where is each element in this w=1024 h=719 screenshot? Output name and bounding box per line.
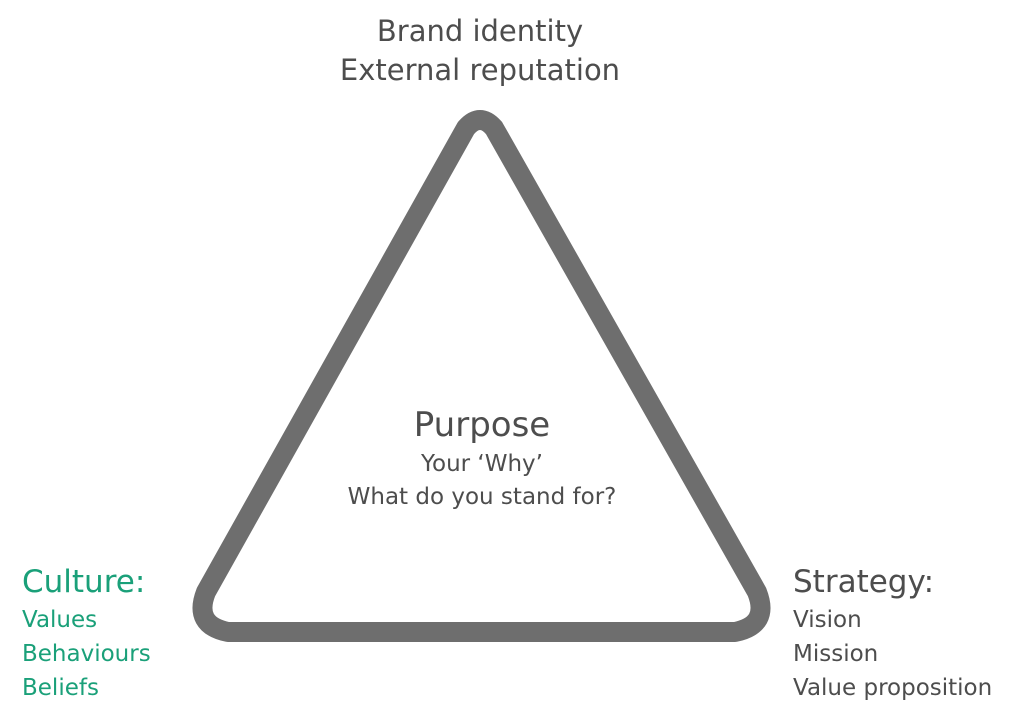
brand-identity-text: Brand identity (376, 14, 584, 48)
culture-item-values: Values (22, 607, 98, 633)
strategy-item-mission: Mission (793, 641, 879, 667)
strategy-item-value-proposition: Value proposition (793, 675, 993, 701)
strategy-label-block: Strategy: Vision Mission Value propositi… (793, 561, 1023, 705)
external-reputation-text: External reputation (339, 53, 621, 87)
triangle-outline (192, 110, 771, 642)
strategy-item-vision: Vision (793, 607, 862, 633)
purpose-title: Purpose (413, 405, 551, 445)
top-label-block: Brand identity External reputation (280, 12, 680, 90)
culture-item-beliefs: Beliefs (22, 675, 99, 701)
center-label-block: Purpose Your ‘Why’ What do you stand for… (282, 402, 682, 514)
your-why-text: Your ‘Why’ (421, 451, 543, 477)
stand-for-text: What do you stand for? (347, 484, 617, 510)
culture-item-behaviours: Behaviours (22, 641, 151, 667)
strategy-title: Strategy: (793, 564, 935, 600)
culture-label-block: Culture: Values Behaviours Beliefs (22, 561, 222, 705)
culture-title: Culture: (22, 564, 146, 600)
